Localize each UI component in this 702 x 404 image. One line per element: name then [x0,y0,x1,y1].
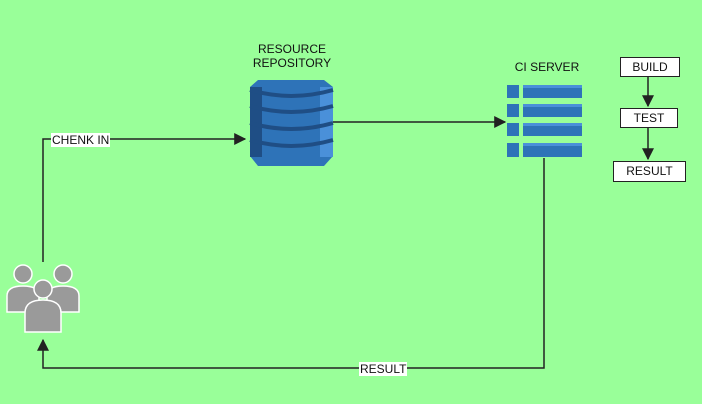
pipeline-build-box: BUILD [620,57,680,77]
repository-label-line2: REPOSITORY [252,56,332,70]
users-group-icon [6,264,80,333]
result-connector [37,158,545,369]
server-list-icon [507,85,582,157]
repository-label-line1: RESOURCE [257,42,326,56]
pipeline-test-box: TEST [620,108,678,128]
check-in-connector [42,133,247,262]
result-edge-label: RESULT [359,362,408,376]
database-icon [249,80,334,166]
ci-server-label: CI SERVER [514,60,580,74]
repository-label: RESOURCE REPOSITORY [236,42,348,70]
pipeline-result-box: RESULT [613,161,686,182]
check-in-label: CHENK IN [51,133,111,147]
